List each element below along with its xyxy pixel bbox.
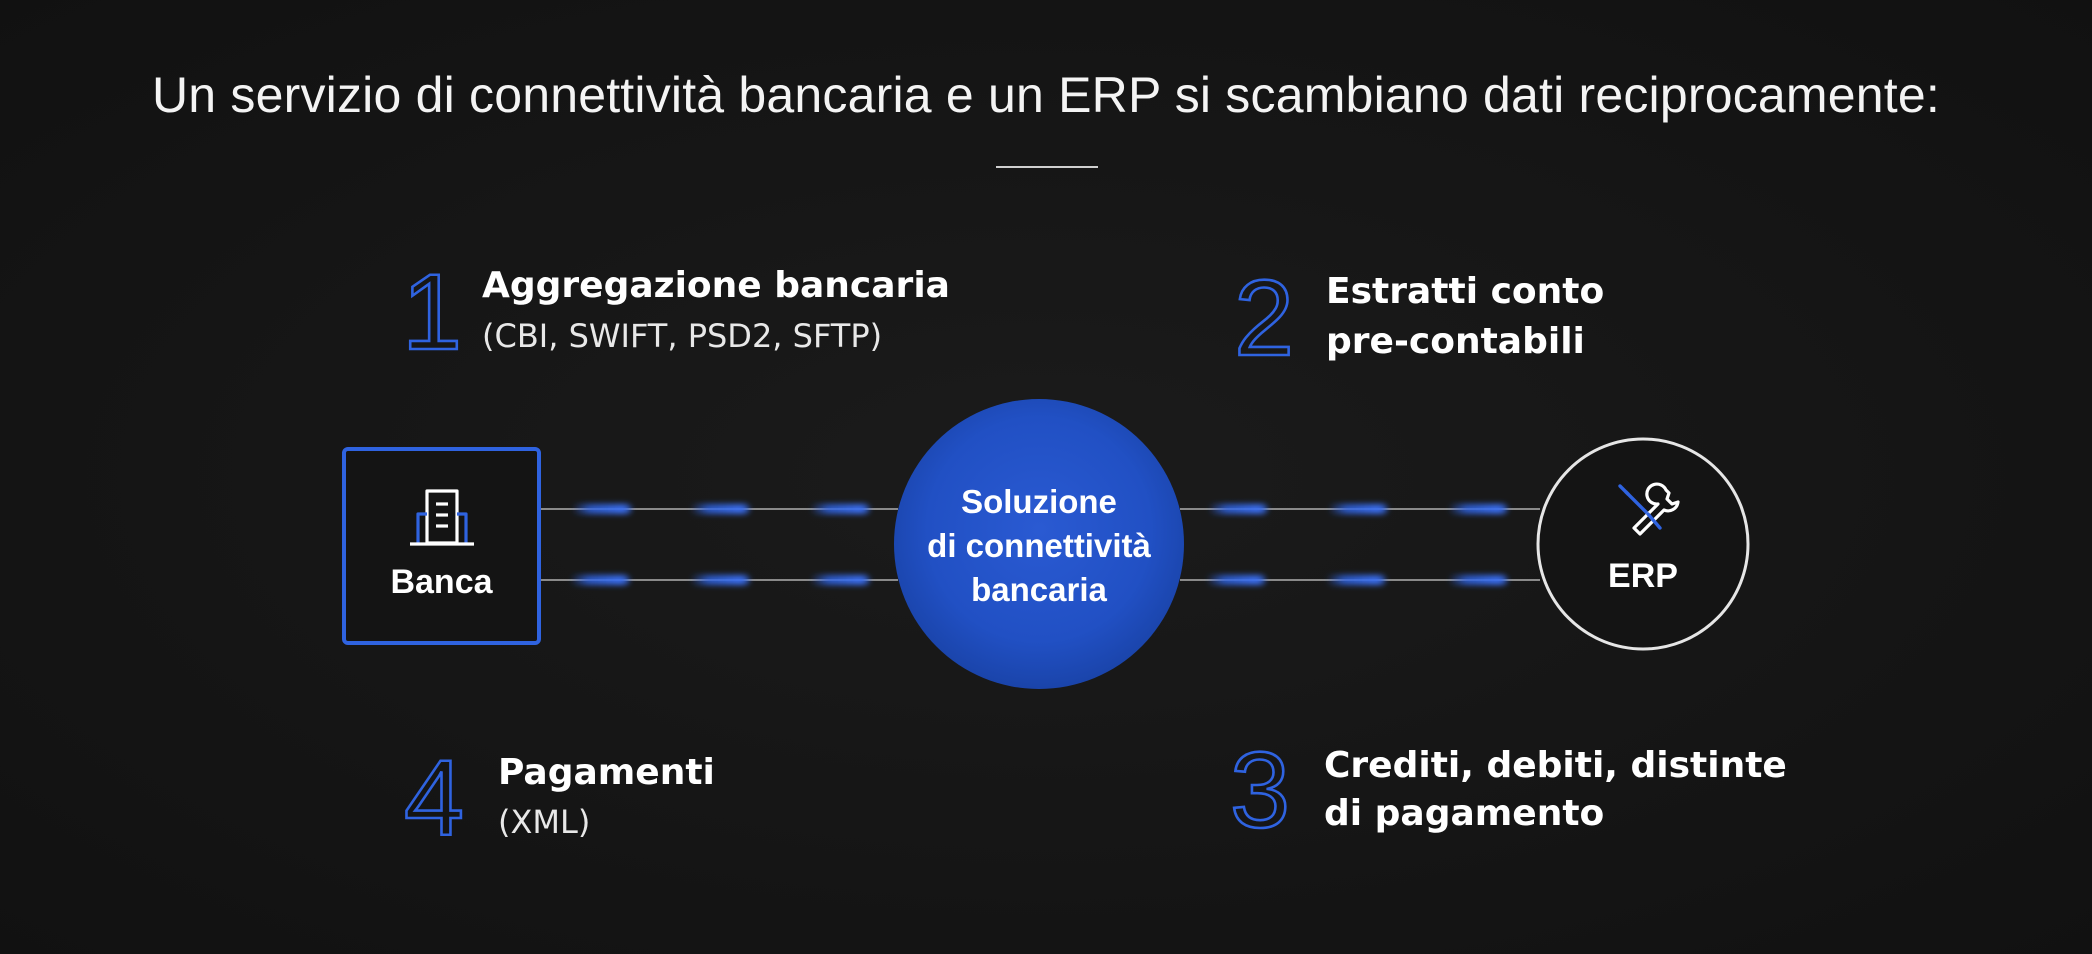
step-2-subtitle: pre-contabili	[1326, 321, 1585, 362]
step-4-number: 4	[403, 737, 466, 858]
flow-dash	[570, 575, 630, 585]
hub-label-line-1: Soluzione	[961, 483, 1117, 520]
step-1-subtitle: (CBI, SWIFT, PSD2, SFTP)	[482, 317, 883, 355]
step-1-title: Aggregazione bancaria	[482, 265, 950, 306]
step-4-title: Pagamenti	[498, 752, 715, 793]
bank-building-icon	[410, 489, 474, 546]
flow-dash	[572, 504, 632, 514]
step-2-number: 2	[1233, 257, 1296, 378]
bank-node-box	[342, 447, 541, 645]
erp-node-label: ERP	[1608, 557, 1678, 595]
step-2-title: Estratti conto	[1326, 271, 1605, 312]
flow-dash	[1206, 575, 1266, 585]
title-divider	[996, 166, 1098, 168]
flow-dashes	[570, 504, 1508, 585]
flow-dash	[1448, 504, 1508, 514]
step-4-subtitle: (XML)	[498, 803, 591, 841]
erp-node-circle	[1536, 437, 1750, 651]
flow-dash	[810, 575, 870, 585]
flow-dash	[690, 575, 750, 585]
hub-circle	[894, 399, 1184, 689]
flow-dash	[1328, 504, 1388, 514]
hub-label-line-2: di connettività	[927, 527, 1151, 564]
flow-dash	[1326, 575, 1386, 585]
step-1-number: 1	[401, 251, 464, 372]
bank-node-label: Banca	[390, 563, 493, 601]
tools-icon	[1618, 482, 1680, 536]
step-3-subtitle: di pagamento	[1324, 793, 1605, 834]
flow-dash	[1448, 575, 1508, 585]
flow-dash	[810, 504, 870, 514]
page-title: Un servizio di connettività bancaria e u…	[152, 67, 1940, 123]
flow-dash	[690, 504, 750, 514]
hub-label-line-3: bancaria	[971, 571, 1107, 608]
flow-dash	[1208, 504, 1268, 514]
step-3-title: Crediti, debiti, distinte	[1324, 745, 1787, 786]
step-3-number: 3	[1229, 729, 1292, 850]
